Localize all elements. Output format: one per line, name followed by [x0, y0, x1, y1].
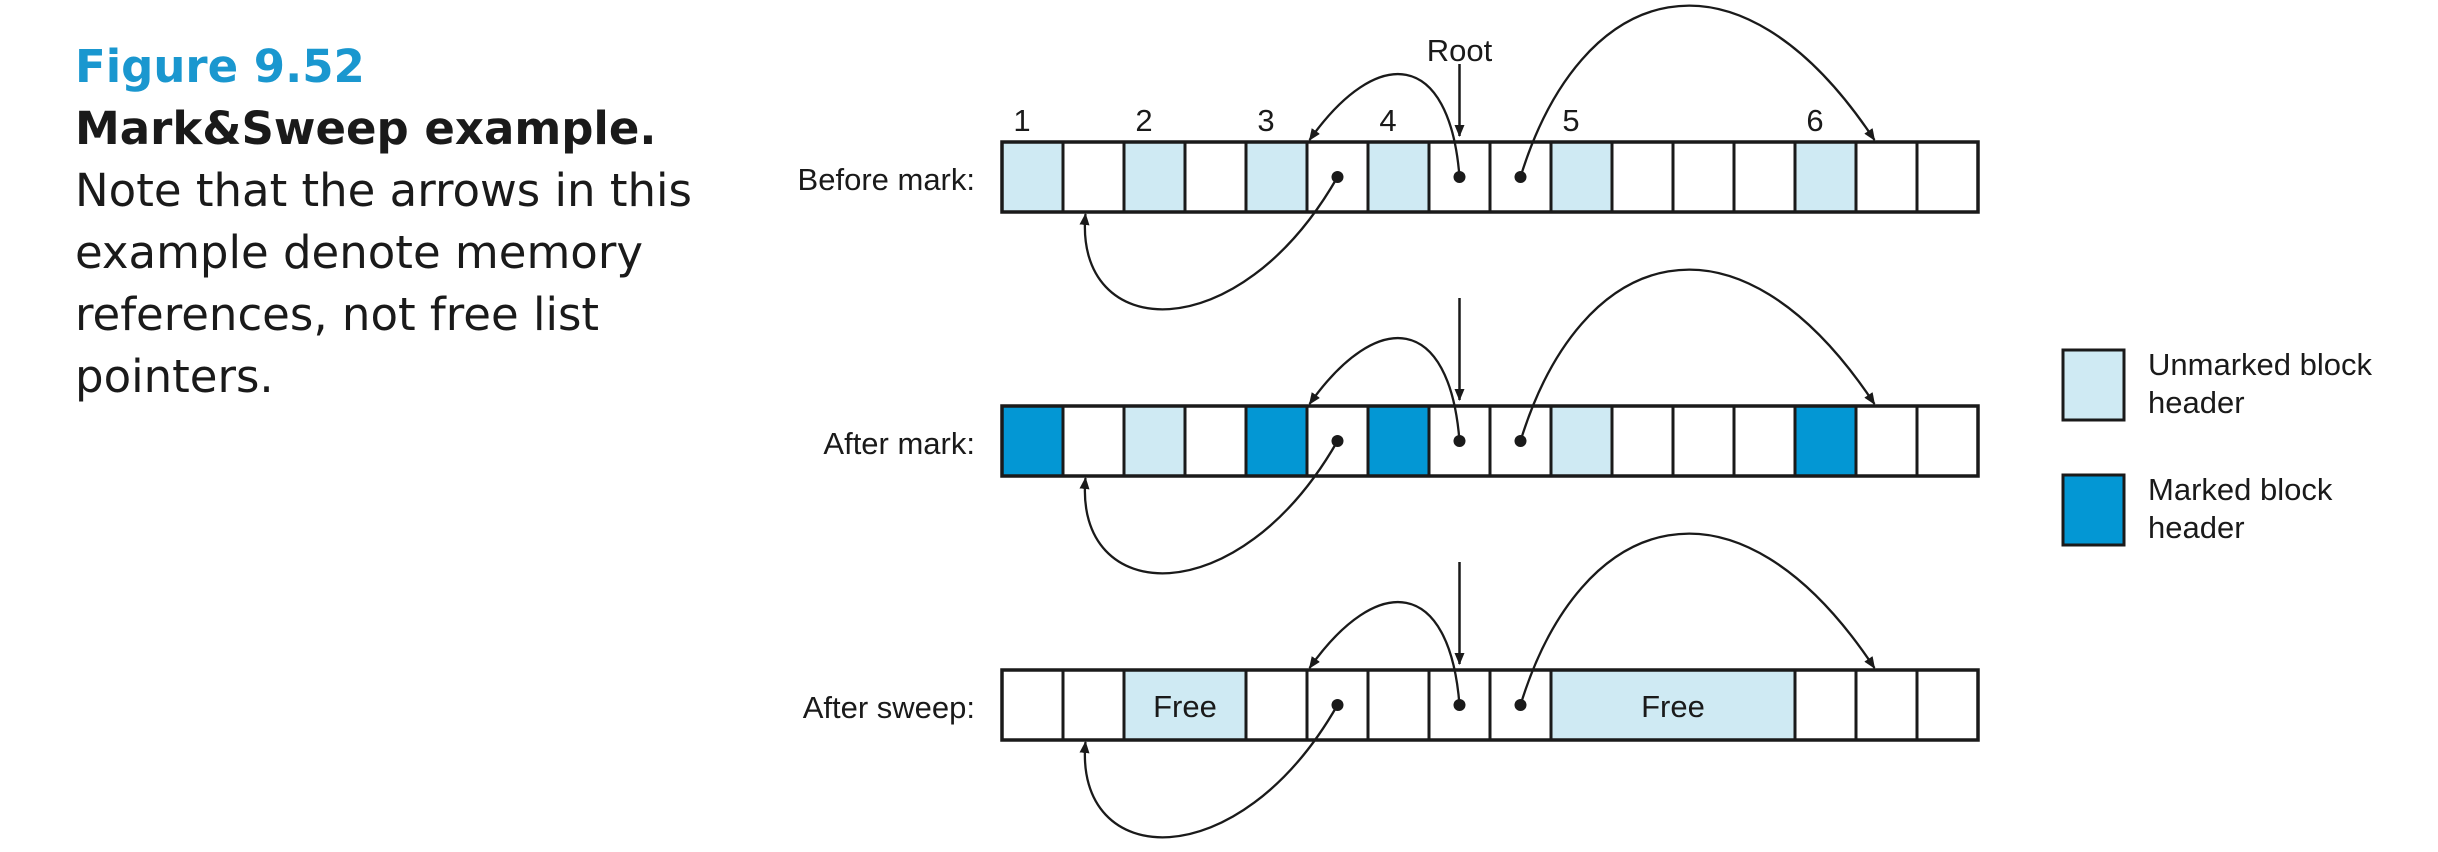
memory-row: After sweep: Free Free — [803, 532, 1980, 839]
reference-arrow — [1079, 704, 1339, 839]
figure-title: Mark&Sweep example. — [75, 102, 657, 155]
reference-arrow — [1519, 268, 1876, 442]
memory-row: Before mark: — [798, 4, 1980, 311]
unmarked-header-cell — [1551, 142, 1612, 212]
free-label: Free — [1153, 689, 1217, 724]
reference-arrow — [1308, 336, 1461, 442]
marked-header-cell — [1368, 406, 1429, 476]
marked-header-cell — [1002, 406, 1063, 476]
figure-number: Figure 9.52 — [75, 40, 365, 93]
reference-arrow — [1079, 440, 1339, 575]
row-label: After sweep: — [803, 690, 975, 725]
marked-header-cell — [1795, 406, 1856, 476]
caption-line: pointers. — [75, 350, 274, 403]
unmarked-header-cell — [1124, 406, 1185, 476]
reference-arrow — [1079, 176, 1339, 311]
root-label: Root — [1427, 33, 1493, 68]
legend-label: header — [2148, 385, 2245, 420]
unmarked-header-cell — [1551, 406, 1612, 476]
legend-label: Unmarked block — [2148, 347, 2372, 382]
unmarked-header-cell — [1002, 142, 1063, 212]
unmarked-legend-swatch — [2061, 348, 2126, 422]
free-block — [1124, 670, 1246, 740]
row-label: After mark: — [823, 426, 975, 461]
unmarked-header-cell — [1368, 142, 1429, 212]
figure-caption: Figure 9.52 Mark&Sweep example. Note tha… — [75, 36, 715, 408]
reference-arrow — [1308, 72, 1461, 178]
block-number: 1 — [1013, 103, 1030, 138]
block-number: 4 — [1379, 103, 1396, 138]
free-label: Free — [1641, 689, 1705, 724]
caption-line: references, not free list — [75, 288, 600, 341]
block-number: 5 — [1562, 103, 1579, 138]
unmarked-header-cell — [1795, 142, 1856, 212]
marked-legend-swatch — [2061, 473, 2126, 547]
reference-arrow — [1519, 4, 1876, 178]
legend-label: Marked block — [2148, 472, 2333, 507]
free-block — [1551, 670, 1795, 740]
caption-line: Note that the arrows in this — [75, 164, 692, 217]
memory-row: After mark: — [823, 268, 1980, 575]
row-label: Before mark: — [798, 162, 975, 197]
block-number: 6 — [1806, 103, 1823, 138]
block-number: 3 — [1257, 103, 1274, 138]
reference-arrow — [1519, 532, 1876, 706]
marked-header-cell — [1246, 406, 1307, 476]
reference-arrow — [1308, 600, 1461, 706]
unmarked-header-cell — [1124, 142, 1185, 212]
block-number: 2 — [1135, 103, 1152, 138]
unmarked-header-cell — [1246, 142, 1307, 212]
legend-label: header — [2148, 510, 2245, 545]
caption-line: example denote memory — [75, 226, 643, 279]
